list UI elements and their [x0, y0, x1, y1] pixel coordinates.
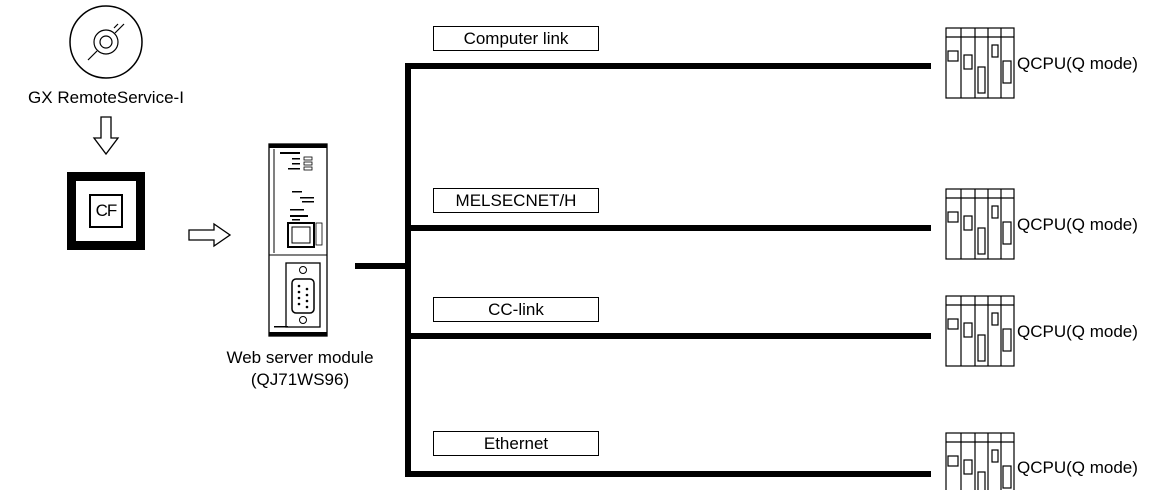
- plc-label-melsecnet-h: QCPU(Q mode): [1017, 215, 1138, 234]
- right-arrow-icon: [188, 222, 232, 248]
- plc-icon: [945, 188, 1015, 260]
- plc-icon: [945, 432, 1015, 490]
- module-label-line1: Web server module: [226, 348, 374, 367]
- web-server-module-icon: [268, 143, 330, 339]
- network-bus-line: [405, 63, 411, 477]
- cd-rom-icon: [66, 2, 146, 82]
- network-line-melsecnet-h: [405, 225, 931, 231]
- network-line-computer-link: [405, 63, 931, 69]
- plc-icon: [945, 27, 1015, 99]
- module-link-line: [355, 263, 411, 269]
- plc-label-computer-link: QCPU(Q mode): [1017, 54, 1138, 73]
- plc-label-ethernet: QCPU(Q mode): [1017, 458, 1138, 477]
- down-arrow-icon: [92, 116, 120, 156]
- software-label: GX RemoteService-I: [28, 88, 184, 107]
- module-label-line2: (QJ71WS96): [250, 370, 350, 389]
- plc-icon: [945, 295, 1015, 367]
- cf-label: CF: [95, 201, 118, 220]
- network-label-melsecnet-h: MELSECNET/H: [433, 188, 599, 213]
- network-label-computer-link: Computer link: [433, 26, 599, 51]
- network-line-cc-link: [405, 333, 931, 339]
- compact-flash-card-icon: CF: [67, 172, 145, 250]
- plc-label-cc-link: QCPU(Q mode): [1017, 322, 1138, 341]
- network-line-ethernet: [405, 471, 931, 477]
- network-label-cc-link: CC-link: [433, 297, 599, 322]
- network-label-ethernet: Ethernet: [433, 431, 599, 456]
